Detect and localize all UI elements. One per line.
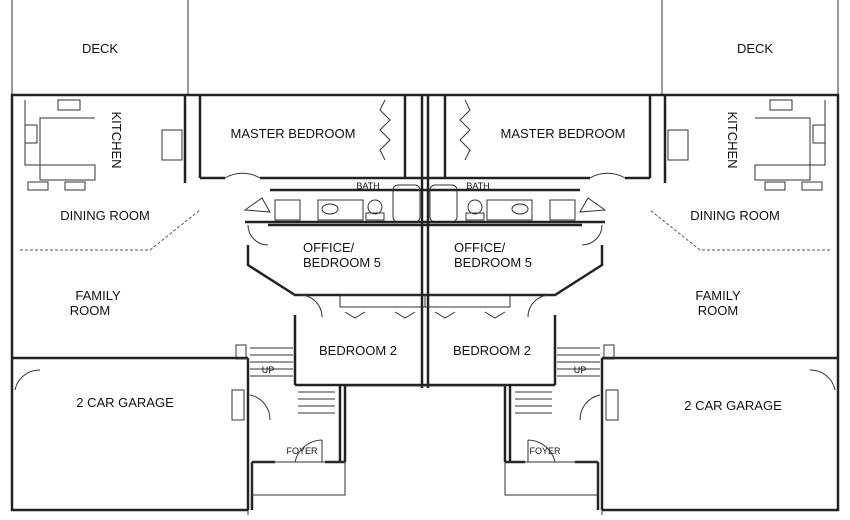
- foyer-label: FOYER: [529, 446, 561, 456]
- bath-label: BATH: [466, 181, 489, 191]
- bedroom-2-label: BEDROOM 2: [453, 343, 531, 358]
- master-bedroom-label: MASTER BEDROOM: [231, 126, 356, 141]
- left-unit-labels: DECK KITCHEN MASTER BEDROOM BATH DINING …: [60, 41, 397, 456]
- family-room-label-2: ROOM: [70, 303, 110, 318]
- office-label-2: BEDROOM 5: [454, 255, 532, 270]
- office-label-2: BEDROOM 5: [303, 255, 381, 270]
- foyer-label: FOYER: [286, 446, 318, 456]
- garage-label: 2 CAR GARAGE: [684, 398, 782, 413]
- deck-label: DECK: [737, 41, 773, 56]
- bedroom-2-label: BEDROOM 2: [319, 343, 397, 358]
- deck-label: DECK: [82, 41, 118, 56]
- kitchen-label: KITCHEN: [725, 111, 740, 168]
- office-label-1: OFFICE/: [454, 240, 506, 255]
- right-unit-labels: DECK KITCHEN MASTER BEDROOM BATH DINING …: [453, 41, 782, 456]
- family-room-label-1: FAMILY: [75, 288, 121, 303]
- dining-room-label: DINING ROOM: [690, 208, 780, 223]
- master-bedroom-label: MASTER BEDROOM: [501, 126, 626, 141]
- kitchen-label: KITCHEN: [109, 111, 124, 168]
- stairs-up-label: UP: [574, 365, 587, 375]
- family-room-label-1: FAMILY: [695, 288, 741, 303]
- bath-label: BATH: [356, 181, 379, 191]
- stairs-up-label: UP: [262, 365, 275, 375]
- family-room-label-2: ROOM: [698, 303, 738, 318]
- office-label-1: OFFICE/: [303, 240, 355, 255]
- dining-room-label: DINING ROOM: [60, 208, 150, 223]
- garage-label: 2 CAR GARAGE: [76, 395, 174, 410]
